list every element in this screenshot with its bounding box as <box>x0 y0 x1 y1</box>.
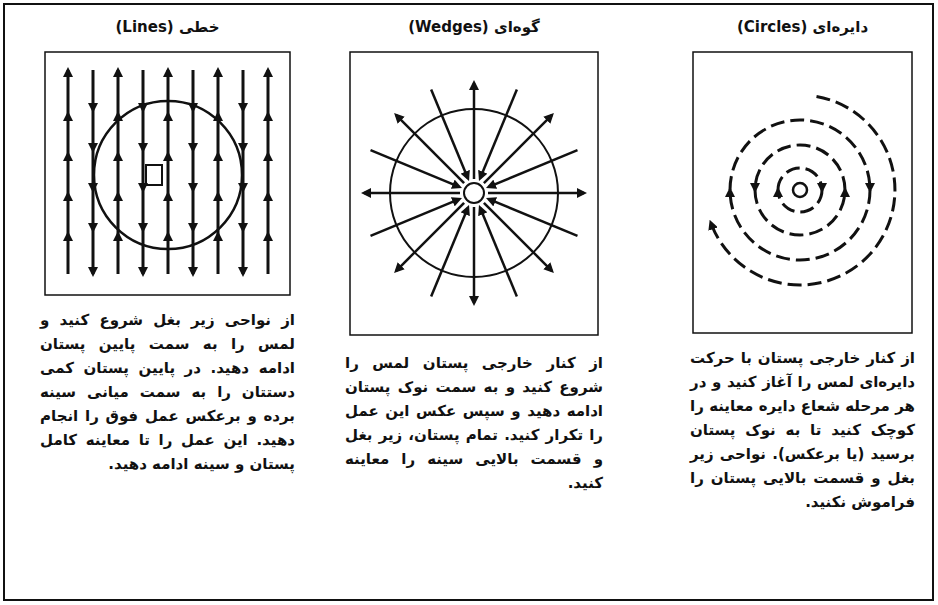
circles-figure <box>693 52 912 333</box>
wedges-figure <box>350 52 598 335</box>
method-panel: دایره‌ای (Circles) از کنار خارجی پستان با… <box>690 16 915 596</box>
instruction-text: از کنار خارجی پستان لمس را شروع کنید و ب… <box>345 351 603 495</box>
method-panel: گوه‌ای (Wedges) از کنار خارجی پستان لمس ر… <box>345 16 603 596</box>
outer-border <box>4 4 933 600</box>
heading-text: خطی (Lines) <box>40 16 295 38</box>
lines-figure <box>45 52 290 295</box>
method-panel: خطی (Lines) از نواحی زیر بغل شروع کنید و … <box>40 16 295 596</box>
instruction-text: از نواحی زیر بغل شروع کنید و لمس را به س… <box>40 308 295 476</box>
heading-text: دایره‌ای (Circles) <box>690 16 915 38</box>
instruction-text: از کنار خارجی پستان با حرکت دایره‌ای لمس… <box>690 346 915 514</box>
heading-text: گوه‌ای (Wedges) <box>345 16 603 38</box>
